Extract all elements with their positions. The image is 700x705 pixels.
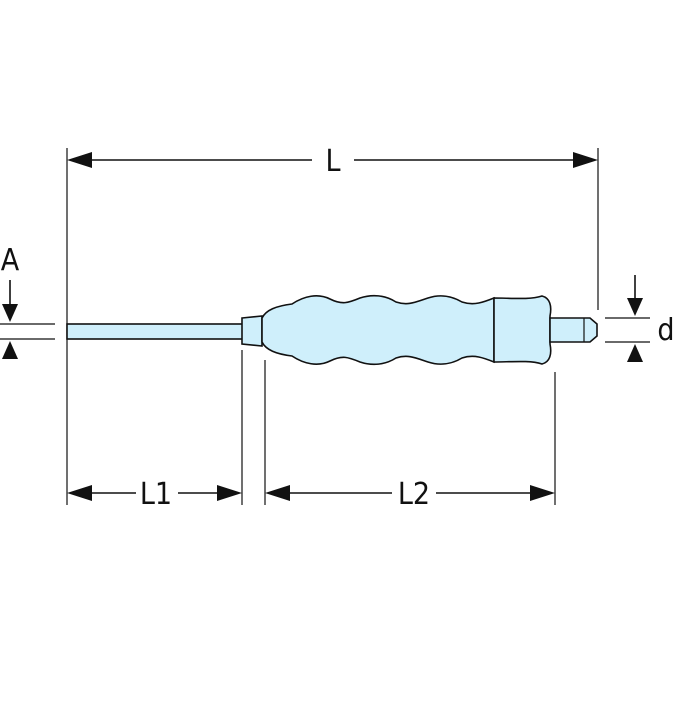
dimension-l2: L2 [265, 477, 555, 512]
dimension-l1: L1 [67, 477, 242, 512]
punch-collar [241, 315, 263, 347]
a-arrow-down [2, 304, 18, 322]
a-label: A [1, 243, 20, 278]
l1-label: L1 [140, 477, 172, 512]
handle-end [493, 295, 552, 365]
punch-tip [66, 323, 244, 340]
l1-arrow-left [67, 485, 92, 501]
dimension-a: A [1, 243, 20, 359]
striking-cap [549, 317, 598, 343]
a-arrow-up [2, 341, 18, 359]
dimension-d: d [627, 275, 675, 362]
dimension-l: L [67, 144, 598, 179]
l-arrow-right [573, 152, 598, 168]
l-arrow-left [67, 152, 92, 168]
l2-arrow-left [265, 485, 290, 501]
l-label: L [325, 144, 340, 179]
l2-arrow-right [530, 485, 555, 501]
d-label: d [657, 313, 674, 348]
l2-label: L2 [398, 477, 430, 512]
l1-arrow-right [217, 485, 242, 501]
d-arrow-down [627, 298, 643, 316]
handle-grip [261, 294, 495, 366]
d-arrow-up [627, 344, 643, 362]
pin-punch-tool [66, 294, 598, 366]
